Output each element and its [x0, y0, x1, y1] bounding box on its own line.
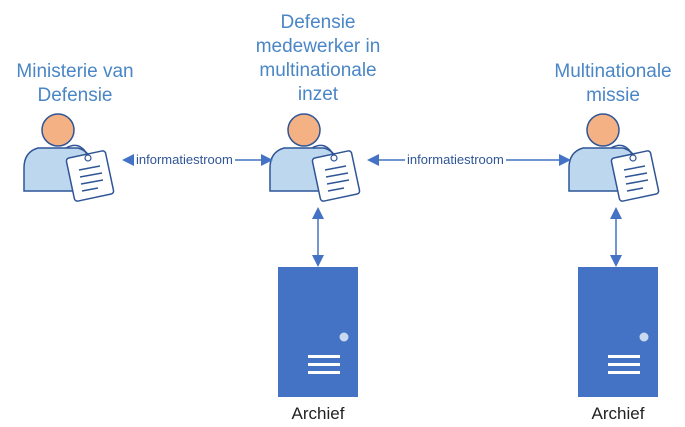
archive-right-label: Archief: [591, 404, 645, 423]
medewerker-label-line-3: multinationale: [259, 60, 377, 81]
ministerie-label-line-1: Ministerie van: [16, 61, 134, 82]
missie-label-line-1: Multinationale: [554, 61, 672, 82]
missie-label-line-2: missie: [586, 85, 640, 106]
medewerker-person-icon: [269, 113, 361, 203]
ministerie-label-line-2: Defensie: [37, 85, 113, 106]
medewerker-label-line-4: inzet: [297, 84, 339, 105]
missie-person-icon: [568, 113, 660, 203]
archive-left-server-icon: [278, 267, 358, 397]
archive-right-server-icon: [578, 267, 658, 397]
flow-label-right: informatiestroom: [405, 152, 506, 168]
medewerker-label: Defensie medewerker in multinationale in…: [243, 11, 393, 107]
ministerie-label: Ministerie van Defensie: [0, 60, 150, 108]
archive-left-label: Archief: [291, 404, 345, 423]
missie-label: Multinationale missie: [538, 60, 685, 108]
ministerie-person-icon: [23, 113, 115, 203]
medewerker-label-line-2: medewerker in: [255, 36, 381, 57]
medewerker-label-line-1: Defensie: [280, 12, 356, 33]
flow-label-left: informatiestroom: [134, 152, 235, 168]
